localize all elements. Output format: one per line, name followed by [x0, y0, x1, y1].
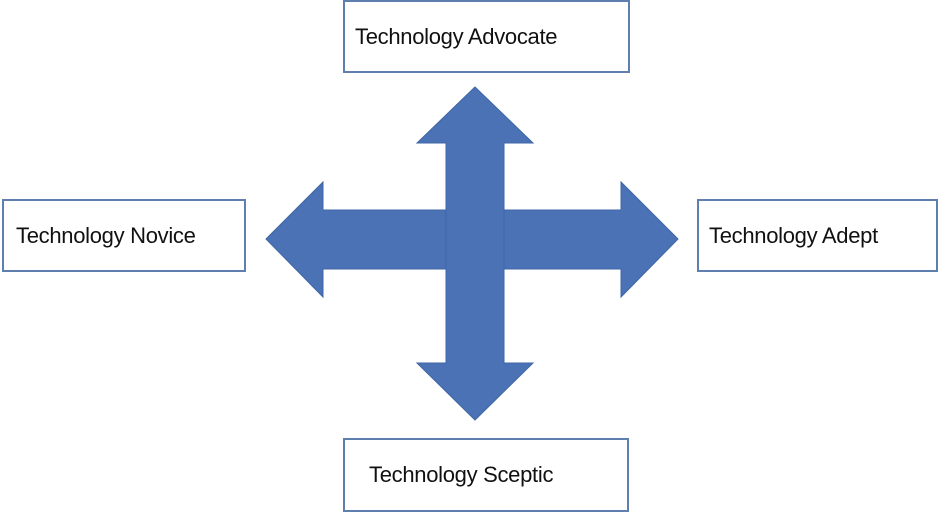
- vertical-double-arrow: [415, 86, 535, 421]
- label-box-technology-sceptic: Technology Sceptic: [343, 438, 629, 512]
- label-box-technology-adept: Technology Adept: [697, 199, 938, 272]
- label-text: Technology Novice: [16, 222, 196, 248]
- label-box-technology-novice: Technology Novice: [2, 199, 246, 272]
- label-text: Technology Advocate: [355, 23, 558, 49]
- label-box-technology-advocate: Technology Advocate: [343, 0, 630, 73]
- label-text: Technology Sceptic: [369, 462, 554, 487]
- label-text: Technology Adept: [709, 222, 878, 248]
